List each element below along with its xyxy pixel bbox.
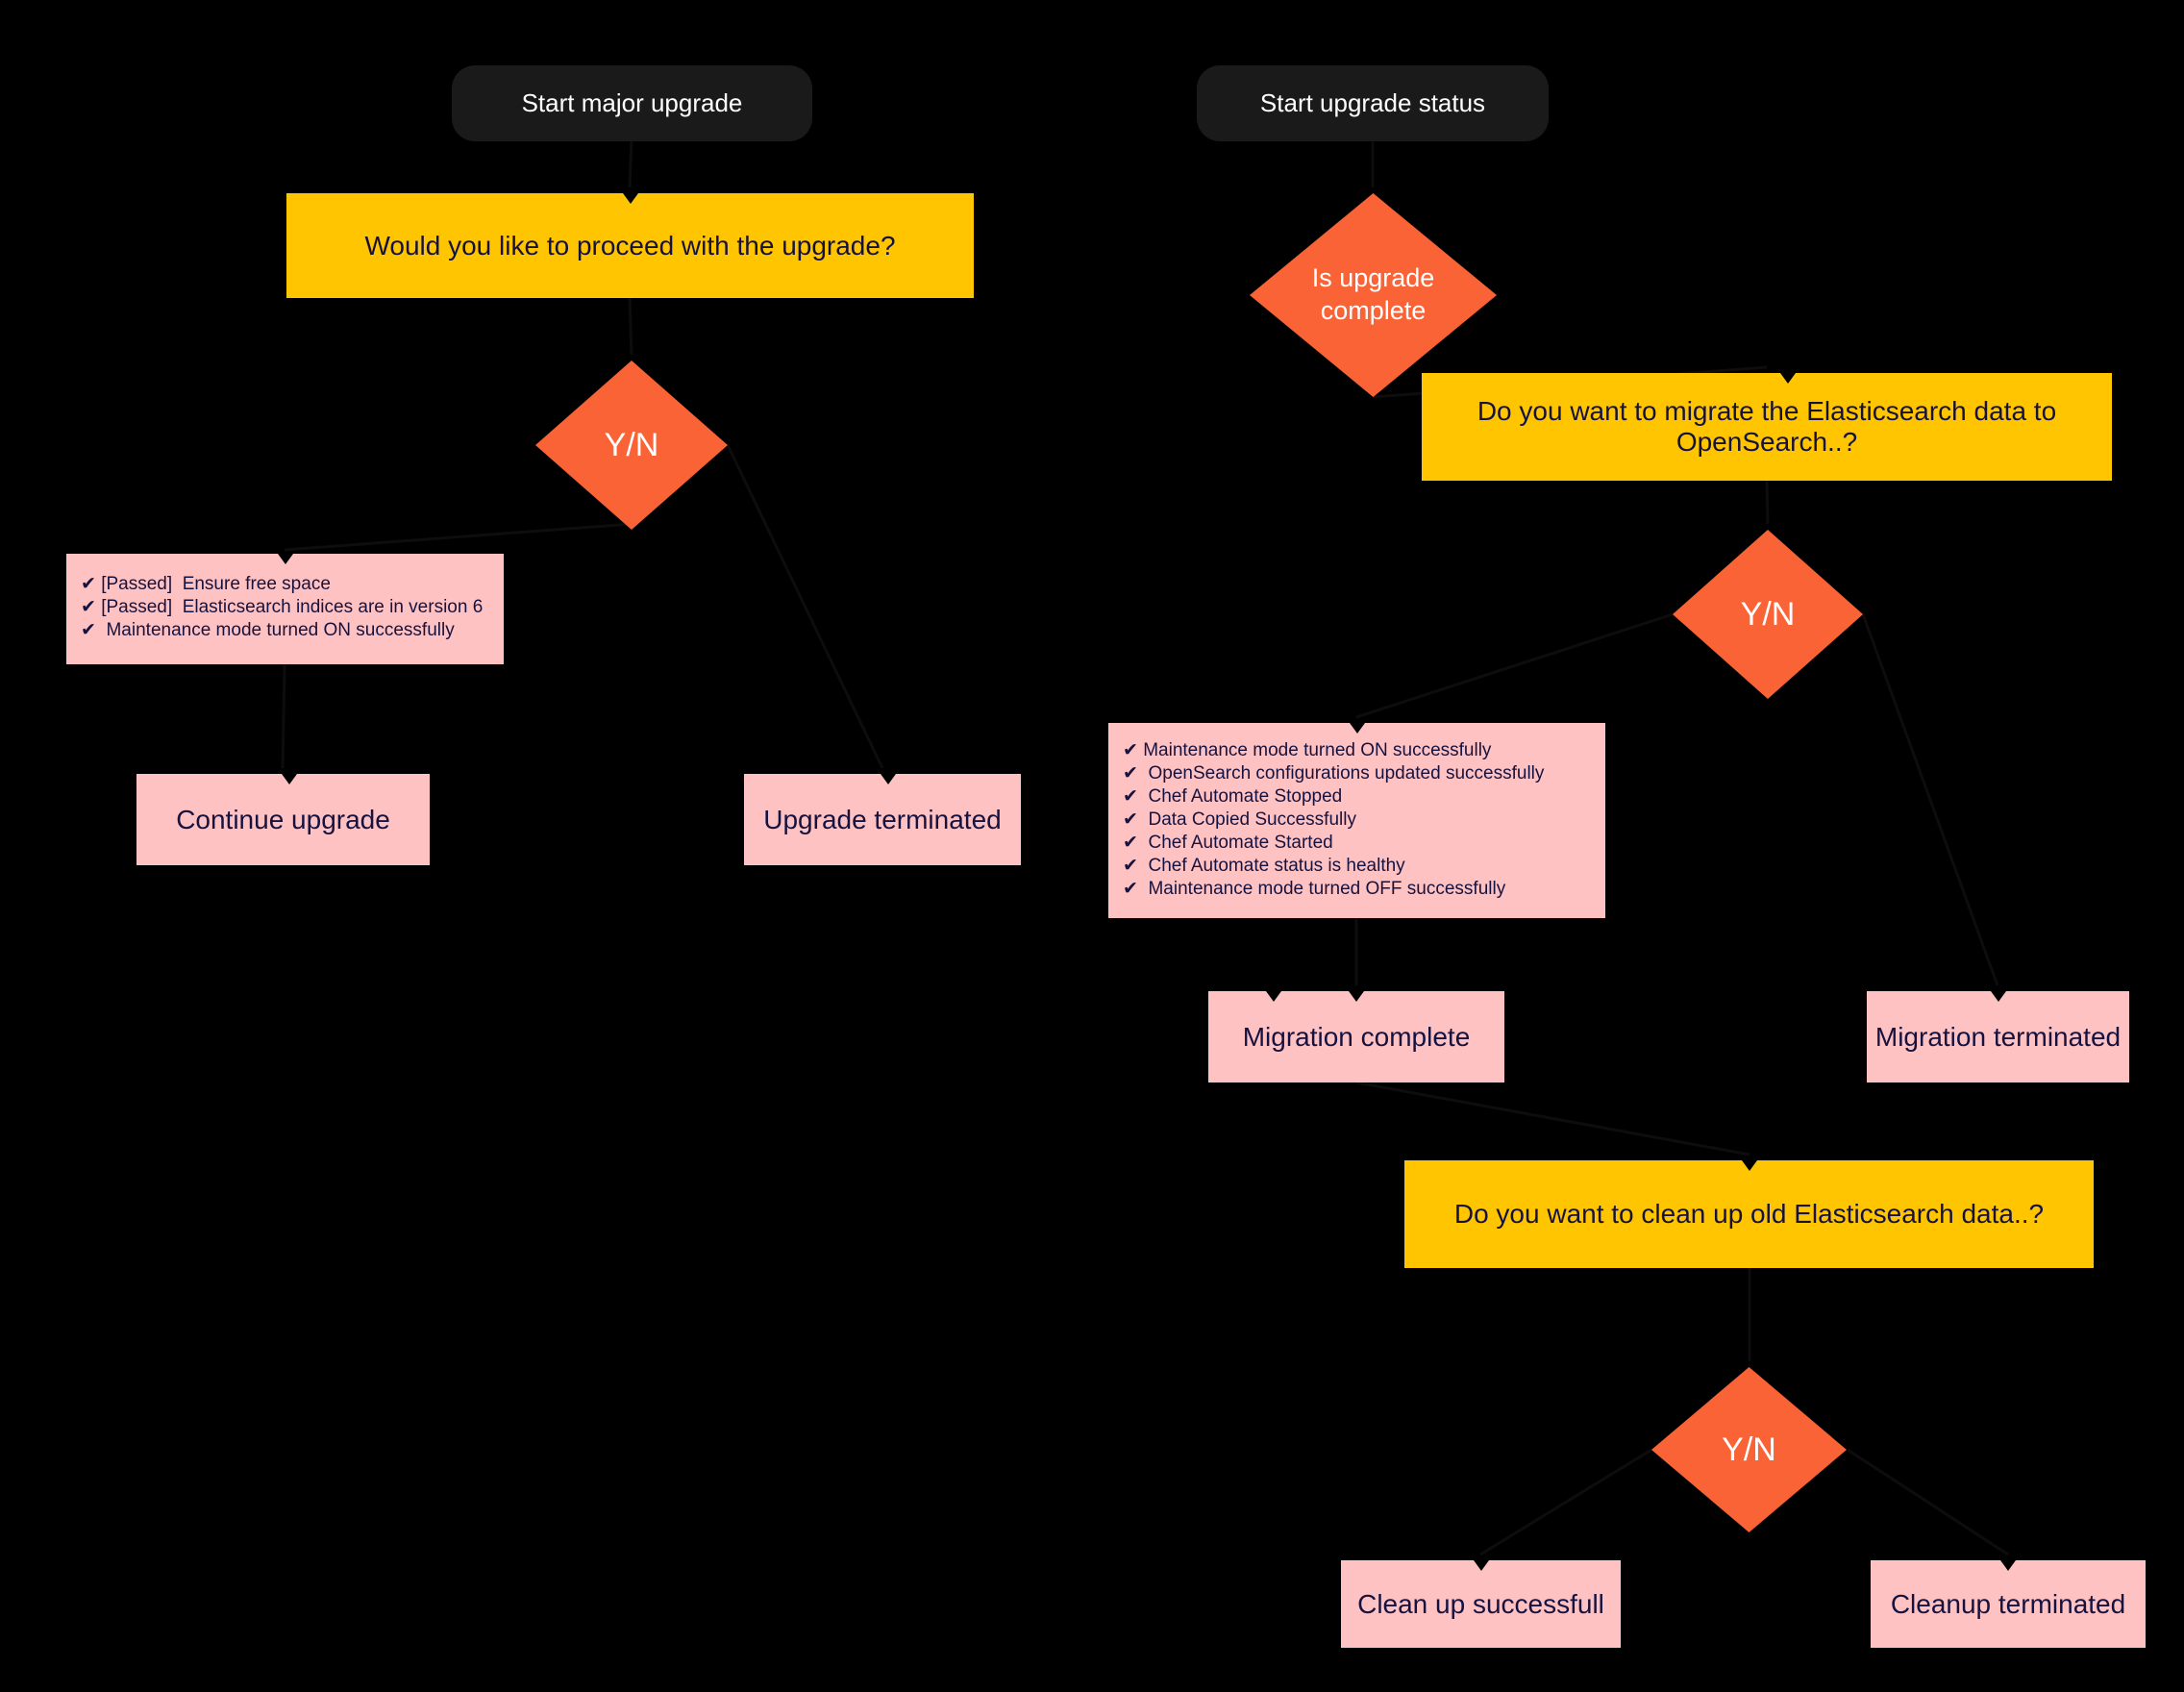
node-is-upgrade-complete-label: Is upgrade complete <box>1311 263 1435 325</box>
node-migration-terminated: Migration terminated <box>1867 991 2129 1082</box>
edge-yn1-to-upgrade-terminated <box>726 444 884 769</box>
arrowhead-notch <box>1349 723 1365 734</box>
node-decision-yn-2-label: Y/N <box>1740 595 1796 633</box>
node-cleanup-terminated-label: Cleanup terminated <box>1890 1588 2126 1619</box>
checklist-item: ✔ Maintenance mode turned OFF successful… <box>1123 879 1506 899</box>
arrowhead-notch <box>281 774 297 784</box>
node-migration-terminated-label: Migration terminated <box>1874 1021 2122 1052</box>
checklist-item: ✔ [Passed] Ensure free space <box>81 574 331 594</box>
node-migration-checklist: ✔ Maintenance mode turned ON successfull… <box>1108 723 1605 918</box>
checklist-item: ✔ Chef Automate Started <box>1123 833 1333 853</box>
arrowhead-notch <box>1349 991 1364 1002</box>
checklist-item: ✔ [Passed] Elasticsearch indices are in … <box>81 597 484 617</box>
node-migration-complete: Migration complete <box>1208 991 1504 1082</box>
node-start-upgrade-status: Start upgrade status <box>1197 65 1549 141</box>
node-cleanup-question-label: Do you want to clean up old Elasticsearc… <box>1453 1199 2045 1229</box>
node-decision-yn-3-label: Y/N <box>1722 1431 1776 1468</box>
node-continue-upgrade-label: Continue upgrade <box>176 804 390 834</box>
edge-start-to-proceed-question <box>628 140 633 188</box>
checklist-item: ✔ Chef Automate status is healthy <box>1123 856 1405 876</box>
arrowhead-notch <box>1779 373 1796 384</box>
checklist-item: ✔ Chef Automate Stopped <box>1123 786 1343 807</box>
arrowhead-notch <box>1265 991 1281 1002</box>
node-cleanup-successful-label: Clean up successfull <box>1357 1588 1604 1619</box>
edge-proceed-question-to-yn1 <box>628 297 633 356</box>
edge-migration-complete-to-cleanup-question <box>1355 1081 1750 1157</box>
node-proceed-question-label: Would you like to proceed with the upgra… <box>364 230 896 261</box>
arrowhead-notch <box>1741 1160 1757 1171</box>
node-decision-yn-1-label: Y/N <box>604 426 659 463</box>
node-upgrade-terminated-label: Upgrade terminated <box>763 804 1002 834</box>
node-migrate-question: Do you want to migrate the Elasticsearch… <box>1422 373 2112 481</box>
arrowhead-notch <box>277 554 293 564</box>
checklist-item: ✔ Maintenance mode turned ON successfull… <box>1123 740 1492 760</box>
checklist-item: ✔ Data Copied Successfully <box>1123 809 1356 830</box>
arrowhead-notch <box>1473 1560 1489 1571</box>
edge-yn2-to-migration-terminated <box>1861 613 1999 986</box>
arrowhead-notch <box>2000 1560 2016 1571</box>
arrowhead-notch <box>622 193 638 204</box>
checklist-item: ✔ Maintenance mode turned ON successfull… <box>81 620 455 640</box>
arrowhead-notch <box>880 774 896 784</box>
node-continue-upgrade: Continue upgrade <box>136 774 430 865</box>
node-cleanup-successful: Clean up successfull <box>1341 1560 1621 1648</box>
arrowhead-notch <box>1990 991 2006 1002</box>
node-start-major-upgrade-label: Start major upgrade <box>521 88 743 117</box>
node-migration-complete-label: Migration complete <box>1242 1021 1471 1052</box>
edge-yn2-to-migration-checklist <box>1355 612 1674 719</box>
node-cleanup-terminated: Cleanup terminated <box>1871 1560 2146 1648</box>
node-precheck-list: ✔ [Passed] Ensure free space ✔ [Passed] … <box>66 554 504 664</box>
edge-yn1-to-precheck-list <box>284 522 633 552</box>
node-cleanup-question: Do you want to clean up old Elasticsearc… <box>1404 1160 2094 1268</box>
edge-yn3-to-cleanup-terminated <box>1847 1448 2009 1556</box>
node-start-upgrade-status-label: Start upgrade status <box>1259 88 1486 117</box>
node-upgrade-terminated: Upgrade terminated <box>744 774 1021 865</box>
checklist-item: ✔ OpenSearch configurations updated succ… <box>1123 763 1545 784</box>
node-start-major-upgrade: Start major upgrade <box>452 65 812 141</box>
edge-precheck-list-to-continue <box>281 663 286 769</box>
node-proceed-question: Would you like to proceed with the upgra… <box>286 193 974 298</box>
edge-yn3-to-cleanup-successful <box>1479 1448 1652 1556</box>
edge-migrate-question-to-yn2 <box>1765 480 1770 525</box>
node-migrate-question-label: Do you want to migrate the Elasticsearch… <box>1477 396 2057 457</box>
